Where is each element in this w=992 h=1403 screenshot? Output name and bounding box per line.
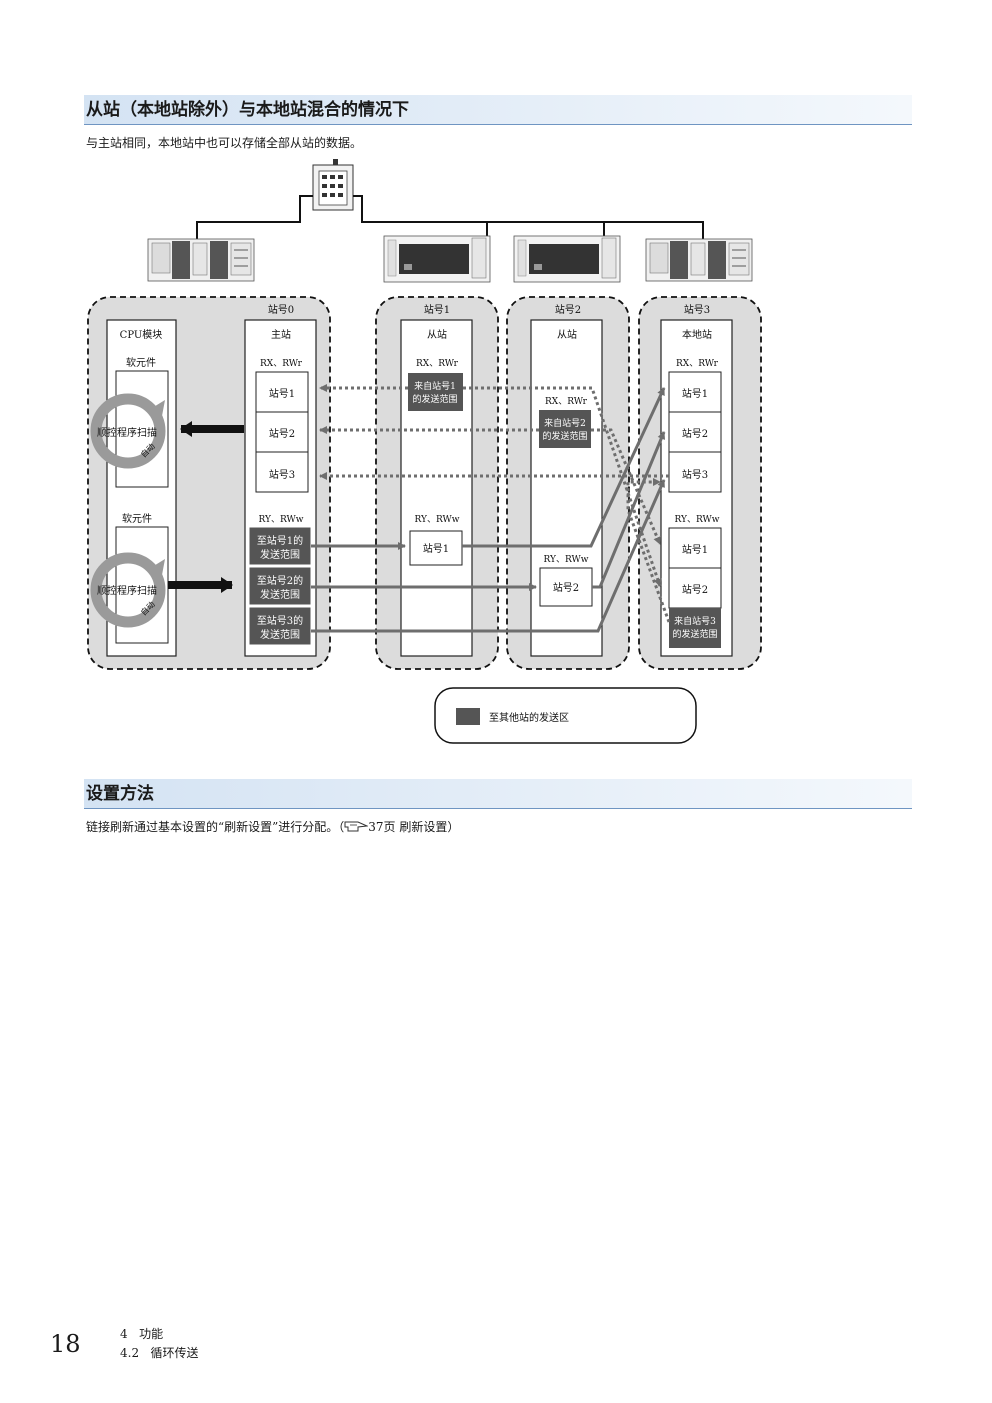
local-ry-station1: 站号1 <box>682 543 708 556</box>
slave2-send-area <box>539 410 591 448</box>
master-rx-station1: 站号1 <box>269 387 295 400</box>
master-rx-header: RX、RWr <box>260 359 303 369</box>
plc-module-station3-icon <box>645 238 753 282</box>
master-rx-station3: 站号3 <box>269 468 295 481</box>
local-send-line2: 的发送范围 <box>672 628 717 640</box>
footer-section: 4.2 循环传送 <box>120 1346 199 1360</box>
master-send1-line1: 至站号1的 <box>257 534 303 547</box>
master-send2-line1: 至站号2的 <box>257 574 303 587</box>
slave1-send-area <box>408 373 463 411</box>
pointer-reference-icon <box>344 821 369 832</box>
local-role: 本地站 <box>682 328 712 341</box>
cyclic-transmission-diagram: 站号0 站号1 站号2 站号3 CPU模块 主站 从站 从站 本地站 软元件 软… <box>87 159 762 744</box>
master-role: 主站 <box>271 328 291 341</box>
legend-label: 至其他站的发送区 <box>489 711 569 724</box>
station3-label: 站号3 <box>684 303 710 316</box>
plc-module-station1-icon <box>383 235 491 283</box>
setting-description: 链接刷新通过基本设置的“刷新设置”进行分配。（37页 刷新设置） <box>86 820 460 834</box>
plc-module-station2-icon <box>513 235 621 283</box>
master-send2-line2: 发送范围 <box>260 588 300 601</box>
slave2-send-line1: 来自站号2 <box>544 417 586 429</box>
slave1-send-line2: 的发送范围 <box>412 393 457 405</box>
master-rx-list: 站号1 站号2 站号3 <box>255 371 309 493</box>
scan-cycle-icon <box>90 393 166 469</box>
legend-swatch <box>456 708 480 725</box>
scan-label-2: 顺控程序扫描 <box>97 584 157 597</box>
slave2-rx-header: RX、RWr <box>545 397 588 407</box>
local-rx-list: 站号1 站号2 站号3 <box>668 371 722 493</box>
slave1-panel <box>400 319 473 657</box>
slave2-ry-station2: 站号2 <box>553 581 579 594</box>
local-rx-header: RX、RWr <box>676 359 719 369</box>
slave2-ry-box <box>539 567 593 607</box>
local-rx-station1: 站号1 <box>682 387 708 400</box>
section-title-mixed-stations: 从站（本地站除外）与本地站混合的情况下 <box>84 95 912 125</box>
scan-label-1: 顺控程序扫描 <box>97 426 157 439</box>
station2-label: 站号2 <box>555 303 581 316</box>
slave1-send-line1: 来自站号1 <box>414 380 456 392</box>
page-number: 18 <box>50 1330 81 1358</box>
plc-module-station0-icon <box>147 238 255 282</box>
master-rx-station2: 站号2 <box>269 427 295 440</box>
slave2-send-line2: 的发送范围 <box>542 430 587 442</box>
local-ry-list: 站号1 站号2 来自站号3 的发送范围 <box>668 527 722 648</box>
cpu-device2-label: 软元件 <box>122 512 152 525</box>
local-send-line1: 来自站号3 <box>674 615 716 627</box>
local-rx-station2: 站号2 <box>682 427 708 440</box>
local-ry-station2: 站号2 <box>682 583 708 596</box>
slave1-ry-box <box>409 530 463 566</box>
refresh-setting-link[interactable]: 37页 刷新设置 <box>368 820 448 834</box>
master-send3-line2: 发送范围 <box>260 628 300 641</box>
cpu-device1-label: 软元件 <box>126 356 156 369</box>
master-send3-line1: 至站号3的 <box>257 614 303 627</box>
master-ry-list: 至站号1的 发送范围 至站号2的 发送范围 至站号3的 发送范围 <box>248 526 312 646</box>
cpu-module-title: CPU模块 <box>120 329 163 341</box>
station0-label: 站号0 <box>268 303 294 316</box>
station1-label: 站号1 <box>424 303 450 316</box>
slave1-ry-station1: 站号1 <box>423 542 449 555</box>
scan-cycle-icon <box>90 552 166 628</box>
setting-description-text: 链接刷新通过基本设置的“刷新设置”进行分配。（ <box>86 820 345 834</box>
section-description: 与主站相同，本地站中也可以存储全部从站的数据。 <box>86 136 363 150</box>
slave2-role: 从站 <box>557 328 577 341</box>
master-send1-line2: 发送范围 <box>260 548 300 561</box>
slave1-ry-header: RY、RWw <box>415 515 460 525</box>
section-title-setting-method: 设置方法 <box>84 779 912 809</box>
local-ry-header: RY、RWw <box>675 515 720 525</box>
master-ry-header: RY、RWw <box>259 515 304 525</box>
legend: 至其他站的发送区 <box>434 687 697 744</box>
slave1-role: 从站 <box>427 328 447 341</box>
footer-chapter: 4 功能 <box>120 1327 164 1341</box>
switching-hub-icon <box>312 159 354 211</box>
local-rx-station3: 站号3 <box>682 468 708 481</box>
slave1-rx-header: RX、RWr <box>416 359 459 369</box>
slave2-ry-header: RY、RWw <box>544 555 589 565</box>
send-data-arrows <box>311 387 666 633</box>
